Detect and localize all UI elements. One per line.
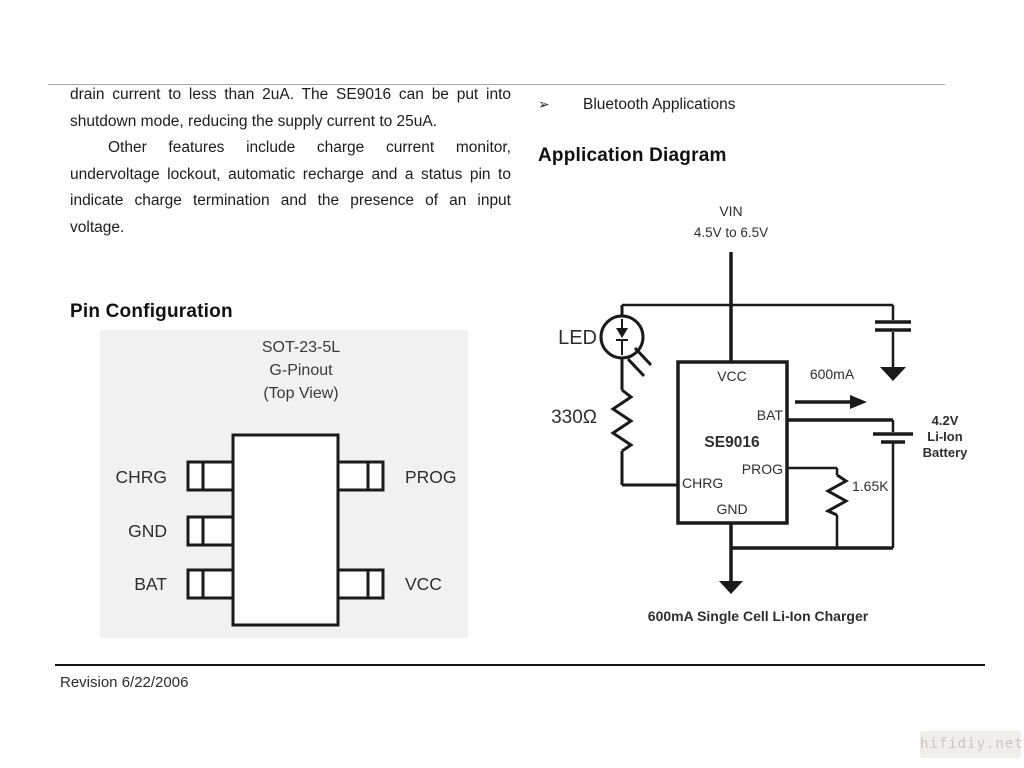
revision-text: Revision 6/22/2006 xyxy=(60,674,189,691)
ic-body xyxy=(676,360,789,525)
vin-label: VIN xyxy=(719,203,742,219)
current-arrow-head xyxy=(850,395,867,409)
pinout-label-chrg: CHRG xyxy=(115,467,167,487)
resistor-prog-zigzag xyxy=(824,473,850,517)
pinout-diagram: CHRG GND BAT PROG VCC xyxy=(115,433,457,627)
ic-name-label: SE9016 xyxy=(704,434,760,451)
intro-paragraph-2: Other features include charge current mo… xyxy=(70,139,511,236)
intro-paragraph-1: drain current to less than 2uA. The SE90… xyxy=(70,86,511,130)
application-diagram-heading: Application Diagram xyxy=(538,145,727,166)
applications-bullet-label: Bluetooth Applications xyxy=(583,96,736,113)
resistor-330-label: 330Ω xyxy=(551,407,597,428)
ground-symbol xyxy=(719,581,743,594)
led-ray-2 xyxy=(626,357,646,378)
charge-current-label: 600mA xyxy=(810,366,855,382)
arrow-bullet-icon: ➢ xyxy=(538,96,550,112)
pin-bat-pad xyxy=(186,568,235,600)
ic-pin-vcc-label: VCC xyxy=(717,368,747,384)
package-body xyxy=(231,433,340,627)
pin-prog-pad xyxy=(336,460,385,492)
top-rule xyxy=(48,84,945,85)
ic-pin-bat-label: BAT xyxy=(757,407,784,423)
pin-configuration-heading: Pin Configuration xyxy=(70,301,233,322)
ic-pin-prog-label: PROG xyxy=(742,461,783,477)
pinout-label-bat: BAT xyxy=(134,574,167,594)
pin-gnd-pad xyxy=(186,515,235,547)
pinout-label-gnd: GND xyxy=(128,521,167,541)
applications-bullet-item: ➢ Bluetooth Applications xyxy=(538,96,736,114)
footer-rule xyxy=(55,664,985,666)
ic-pin-chrg-label: CHRG xyxy=(682,475,723,491)
led-ray-1 xyxy=(633,346,653,367)
battery-label-chemistry: Li-Ion xyxy=(927,429,962,444)
resistor-330-zigzag xyxy=(610,388,634,453)
package-name: SOT-23-5L xyxy=(261,339,341,356)
intro-text: drain current to less than 2uA. The SE90… xyxy=(70,82,511,242)
resistor-prog-label: 1.65K xyxy=(852,478,889,494)
watermark: hifidiy.net xyxy=(920,731,1023,758)
package-pinout-type: G-Pinout xyxy=(269,362,333,379)
battery-label-voltage: 4.2V xyxy=(932,413,959,428)
circuit-caption: 600mA Single Cell Li-Ion Charger xyxy=(648,608,869,624)
package-title: SOT-23-5L G-Pinout (Top View) xyxy=(100,336,468,405)
package-view: (Top View) xyxy=(263,385,339,402)
vin-range-label: 4.5V to 6.5V xyxy=(694,225,768,240)
application-circuit-diagram: VIN 4.5V to 6.5V LED 330Ω VCC BAT SE9016… xyxy=(551,203,969,624)
pin-chrg-pad xyxy=(186,460,235,492)
ic-pin-gnd-label: GND xyxy=(716,501,747,517)
pinout-label-prog: PROG xyxy=(405,467,457,487)
led-diode-triangle xyxy=(616,328,628,338)
pin-vcc-pad xyxy=(336,568,385,600)
battery-label-battery: Battery xyxy=(923,445,969,460)
cap-ground-symbol xyxy=(880,367,906,381)
pinout-label-vcc: VCC xyxy=(405,574,442,594)
led-label: LED xyxy=(558,327,597,349)
